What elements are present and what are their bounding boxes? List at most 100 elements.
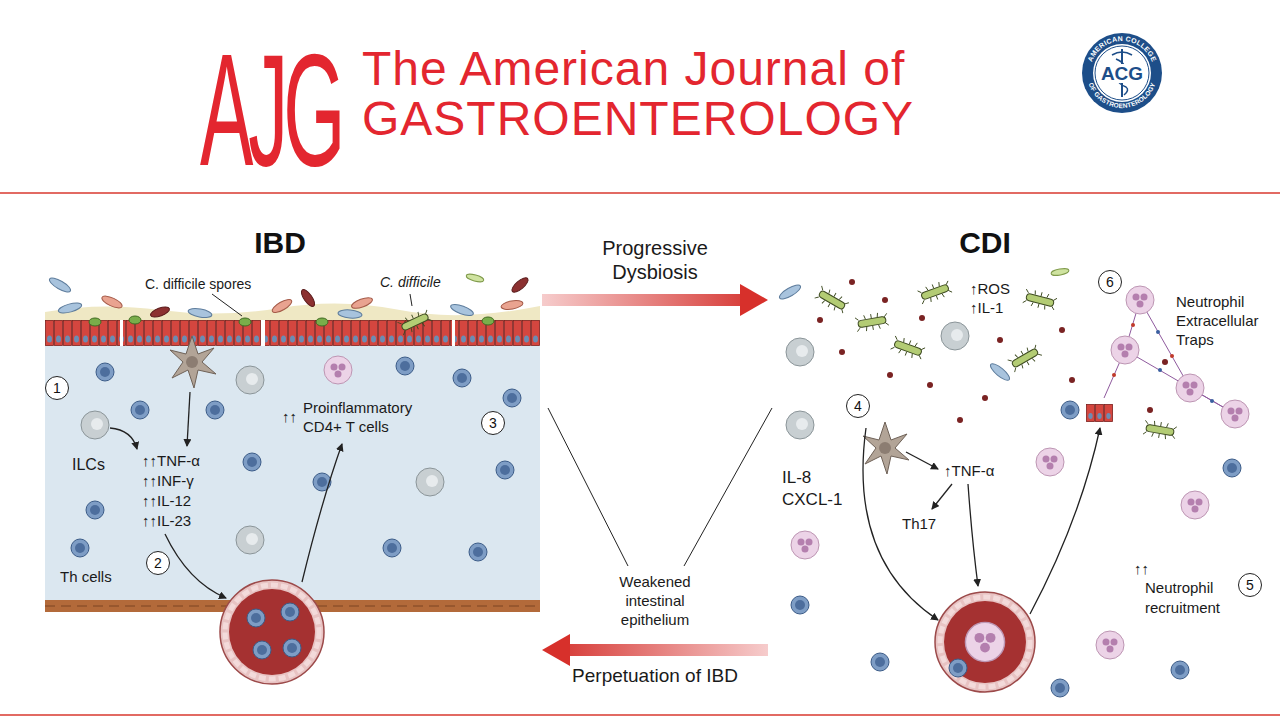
cdi-debris xyxy=(1022,288,1057,312)
callout-number: 2 xyxy=(146,551,170,575)
cdi-immune-cells xyxy=(1036,448,1064,476)
cdi-debris xyxy=(957,417,963,423)
bacterium-label: C. difficile xyxy=(380,274,441,291)
callout-text: 3 xyxy=(489,416,497,430)
callout-text: 1 xyxy=(53,381,61,395)
ibd-bacteria xyxy=(350,295,373,310)
ibd-bacteria xyxy=(449,302,474,318)
neutrophil-trap xyxy=(1112,373,1116,377)
ibd-immune-cells xyxy=(236,526,264,554)
pathway-arrow xyxy=(932,484,952,509)
society-logo xyxy=(1093,44,1151,102)
blood-vessel xyxy=(247,609,265,627)
cdi-debris xyxy=(917,279,953,305)
ibd-immune-cells xyxy=(170,336,216,388)
cdi-debris xyxy=(786,338,814,366)
cdi-debris xyxy=(1007,343,1043,373)
arrow-label: Progressive Dysbiosis xyxy=(580,236,730,284)
ibd-immune-cells xyxy=(503,389,521,407)
annotation: Weakened intestinal epithelium xyxy=(600,572,710,629)
blood-vessel xyxy=(220,580,324,684)
ibd-immune-cells xyxy=(324,356,352,384)
ibd-bacteria xyxy=(48,276,73,295)
cdi-immune-cells xyxy=(1051,679,1069,697)
ibd-bacteria xyxy=(270,297,293,315)
ibd-tissue xyxy=(45,346,540,600)
arrow-label: Perpetuation of IBD xyxy=(540,664,770,687)
ibd-bacteria xyxy=(187,307,212,319)
cytokine-label: ↑↑IL-12 xyxy=(142,492,191,510)
cdi-debris xyxy=(1147,407,1153,413)
neutrophil-trap xyxy=(1125,350,1235,414)
cytokine-label: ↑TNF-α xyxy=(944,462,994,480)
ibd-immune-cells xyxy=(236,366,264,394)
neutrophil-trap xyxy=(1156,330,1160,334)
blood-vessel xyxy=(220,580,324,684)
society-logo xyxy=(1095,46,1149,100)
neutrophil-trap xyxy=(1210,399,1214,403)
logo-initials: ACG xyxy=(1100,64,1144,83)
pathway-arrow xyxy=(165,534,226,598)
leader-line xyxy=(410,294,412,306)
annotation: Neutrophil recruitment xyxy=(1145,578,1235,618)
society-logo: AMERICAN COLLEGE OF GASTROENTEROLOGY xyxy=(1082,33,1162,113)
panel: 456CDI xyxy=(768,222,1268,690)
chemokine-label: CXCL-1 xyxy=(782,490,842,510)
ibd-bacteria xyxy=(239,318,251,326)
ibd-immune-cells xyxy=(96,363,114,381)
cdi-immune-cells xyxy=(863,422,909,474)
blood-vessel xyxy=(225,585,319,679)
ibd-immune-cells xyxy=(81,411,109,439)
callout-number: 1 xyxy=(45,376,69,400)
callout-text: 2 xyxy=(154,556,162,570)
blood-vessel xyxy=(935,592,1035,692)
leader-line xyxy=(212,294,772,566)
cytokine-label: ↑↑INF-γ xyxy=(142,472,194,490)
logo-ring-text: OF GASTROENTEROLOGY xyxy=(1088,81,1157,109)
logo-ring-text: AMERICAN COLLEGE xyxy=(1086,35,1157,63)
pathway-arrow xyxy=(187,392,190,446)
cytokine-label: ↑↑TNF-α xyxy=(142,452,200,470)
ibd-immune-cells xyxy=(71,336,521,561)
cdi-debris xyxy=(890,335,926,361)
ibd-tissue xyxy=(452,320,455,346)
cdi-debris xyxy=(849,279,855,285)
callout-number: 4 xyxy=(846,394,870,418)
ibd-bacteria xyxy=(48,273,531,336)
cytokine-label: ↑↑IL-23 xyxy=(142,512,191,530)
ibd-tissue xyxy=(261,320,265,346)
panel-heading: CDI xyxy=(959,226,1011,261)
ibd-bacteria xyxy=(466,273,485,283)
ibd-bacteria xyxy=(129,316,141,324)
ibd-immune-cells xyxy=(383,539,401,557)
cdi-debris xyxy=(1069,377,1075,383)
cdi-debris xyxy=(982,395,988,401)
cdi-debris xyxy=(786,411,814,439)
cdi-debris xyxy=(778,283,803,302)
ibd-immune-cells xyxy=(416,468,444,496)
cdi-debris xyxy=(887,372,893,378)
neutrophil-trap xyxy=(1170,354,1174,358)
ibd-bacteria xyxy=(149,305,171,319)
cdi-debris xyxy=(814,285,850,315)
pathway-arrow xyxy=(968,484,978,586)
cdi-debris xyxy=(1143,419,1177,440)
flow-arrow xyxy=(570,644,768,656)
pathway-arrow xyxy=(302,444,342,582)
blood-vessel xyxy=(253,641,271,659)
ibd-bacteria xyxy=(316,318,328,326)
blood-vessel xyxy=(935,592,1035,692)
ibd-immune-cells xyxy=(206,401,224,419)
annotation: Neutrophil Extracellular Traps xyxy=(1176,292,1272,349)
leader-line xyxy=(212,294,242,316)
ibd-immune-cells xyxy=(469,543,487,561)
ibd-tissue xyxy=(45,303,540,612)
chemokine-label: IL-8 xyxy=(782,468,811,488)
neutrophil-trap xyxy=(1221,400,1249,428)
cell-label: Proinflammatory CD4+ T cells xyxy=(303,398,428,436)
callout-text: 4 xyxy=(854,399,862,413)
blood-vessel xyxy=(229,589,315,675)
cdi-debris xyxy=(1061,401,1079,419)
journal-monogram: AJG xyxy=(200,30,341,190)
